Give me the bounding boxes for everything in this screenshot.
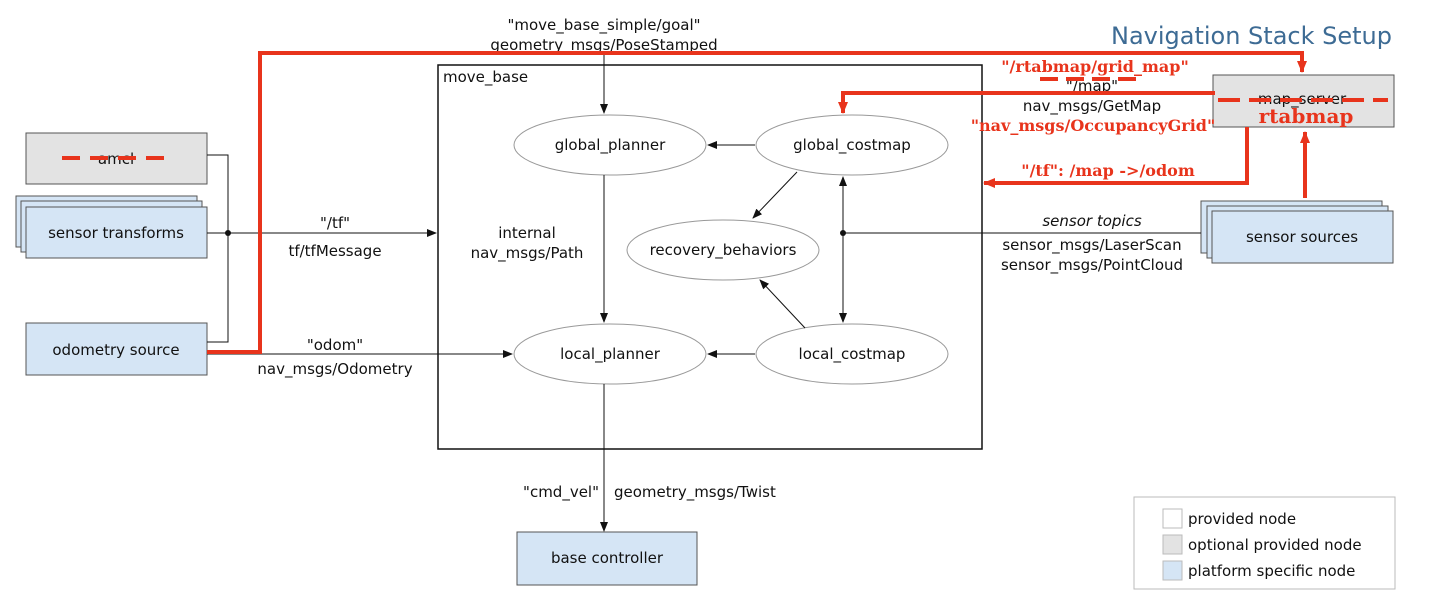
legend-optional-label: optional provided node: [1188, 536, 1362, 554]
global-planner-label: global_planner: [555, 136, 666, 155]
sensor-sources-node: [1200, 200, 1394, 264]
goal-topic-label: "move_base_simple/goal": [507, 16, 700, 35]
rtabmap-annotation: rtabmap: [1259, 104, 1354, 128]
tf-junction-dot: [225, 230, 231, 236]
tf-topic-label: "/tf": [320, 214, 350, 232]
sensor-transforms-label: sensor transforms: [48, 224, 184, 242]
grid-map-annotation: "/rtabmap/grid_map": [1001, 57, 1189, 76]
amcl-node: [25, 132, 208, 185]
red-odom-to-mapserver-path: [207, 51, 1307, 354]
tf-type-label: tf/tfMessage: [288, 242, 381, 260]
odom-topic-label: "odom": [307, 336, 363, 354]
occupancy-grid-annotation: "nav_msgs/OccupancyGrid": [971, 116, 1216, 135]
cmd-vel-label: "cmd_vel": [523, 483, 599, 502]
legend-provided-label: provided node: [1188, 510, 1296, 528]
odom-to-tf-edge: [207, 233, 229, 343]
global-costmap-label: global_costmap: [793, 136, 911, 155]
legend-swatch-optional: [1162, 534, 1183, 555]
local-planner-label: local_planner: [560, 345, 661, 364]
local-costmap-to-recovery-edge: [759, 279, 806, 329]
sensor-topics-label: sensor topics: [1042, 212, 1141, 230]
laserscan-label: sensor_msgs/LaserScan: [1002, 236, 1181, 255]
map-service-label: nav_msgs/GetMap: [1023, 97, 1161, 116]
pointcloud-label: sensor_msgs/PointCloud: [1001, 256, 1183, 275]
global-costmap-node: [755, 114, 949, 176]
red-tf-map-odom-path: [983, 127, 1249, 188]
recovery-behaviors-label: recovery_behaviors: [650, 241, 797, 260]
tf-map-odom-annotation: "/tf": /map ->/odom: [1021, 161, 1195, 180]
local-planner-node: [513, 323, 707, 385]
global-planner-node: [513, 114, 707, 176]
odometry-source-node: [25, 322, 208, 376]
red-grid-map-path: [838, 91, 1215, 114]
legend-swatch-platform: [1162, 560, 1183, 581]
base-controller-label: base controller: [551, 549, 664, 567]
local-costmap-node: [755, 323, 949, 385]
sensor-transforms-node: [15, 195, 208, 259]
amcl-label: amcl: [98, 150, 134, 168]
amcl-to-tf-edge: [207, 154, 229, 233]
odometry-source-label: odometry source: [52, 341, 179, 359]
base-controller-node: [516, 531, 698, 586]
odom-type-label: nav_msgs/Odometry: [257, 360, 412, 379]
map-topic-label: "/map": [1066, 77, 1118, 95]
global-costmap-to-recovery-edge: [752, 171, 798, 219]
twist-label: geometry_msgs/Twist: [614, 483, 776, 502]
recovery-behaviors-node: [626, 219, 820, 281]
move-base-label: move_base: [443, 68, 528, 87]
local-costmap-label: local_costmap: [799, 345, 906, 364]
internal-label: internal: [498, 224, 556, 242]
goal-type-label: geometry_msgs/PoseStamped: [490, 36, 717, 55]
move-base-container: [437, 64, 983, 450]
sensor-sources-label: sensor sources: [1246, 228, 1358, 246]
legend-platform-label: platform specific node: [1188, 562, 1355, 580]
legend-swatch-provided: [1162, 508, 1183, 529]
map-server-label: map_server: [1258, 90, 1347, 109]
path-type-label: nav_msgs/Path: [471, 244, 584, 263]
sensor-junction-dot: [840, 230, 846, 236]
diagram-title: Navigation Stack Setup: [1111, 22, 1392, 50]
